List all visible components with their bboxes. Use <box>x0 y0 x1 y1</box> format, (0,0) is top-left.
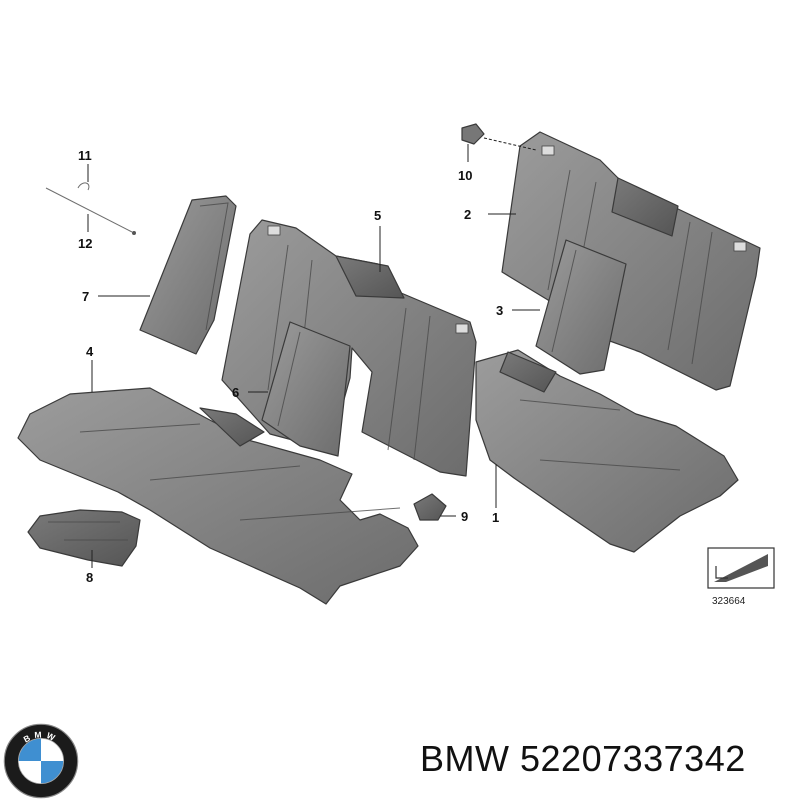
side-bolster-part-7 <box>139 195 237 355</box>
reference-box: 323664 <box>707 547 775 607</box>
backrest-part-2 <box>501 131 761 391</box>
callout-10: 10 <box>458 168 472 183</box>
grommet-part-10 <box>461 123 537 151</box>
callout-3: 3 <box>496 303 503 318</box>
bmw-logo-icon: BMW <box>3 723 79 799</box>
callout-4: 4 <box>86 344 94 359</box>
callout-7: 7 <box>82 289 89 304</box>
tray-part-8 <box>27 509 141 567</box>
callouts: 1 2 3 4 5 6 7 8 9 10 11 12 <box>78 148 503 585</box>
brand-name: BMW <box>420 738 510 779</box>
callout-12: 12 <box>78 236 92 251</box>
armrest-pad-part-3 <box>535 239 627 375</box>
clip-part-9 <box>413 493 447 521</box>
part-number: 52207337342 <box>520 738 746 779</box>
callout-9: 9 <box>461 509 468 524</box>
callout-1: 1 <box>492 510 499 525</box>
seat-cushion-part-1 <box>475 349 739 553</box>
callout-6: 6 <box>232 385 239 400</box>
callout-8: 8 <box>86 570 93 585</box>
wire-clip-part <box>45 182 136 235</box>
callout-11: 11 <box>78 148 92 163</box>
reference-code: 323664 <box>712 596 746 607</box>
leader-lines <box>87 144 540 568</box>
seat-cushion-part-4 <box>17 387 419 605</box>
footer-caption: BMW 52207337342 <box>420 738 746 780</box>
callout-2: 2 <box>464 207 471 222</box>
armrest-pad-part-6 <box>261 321 351 457</box>
callout-5: 5 <box>374 208 381 223</box>
